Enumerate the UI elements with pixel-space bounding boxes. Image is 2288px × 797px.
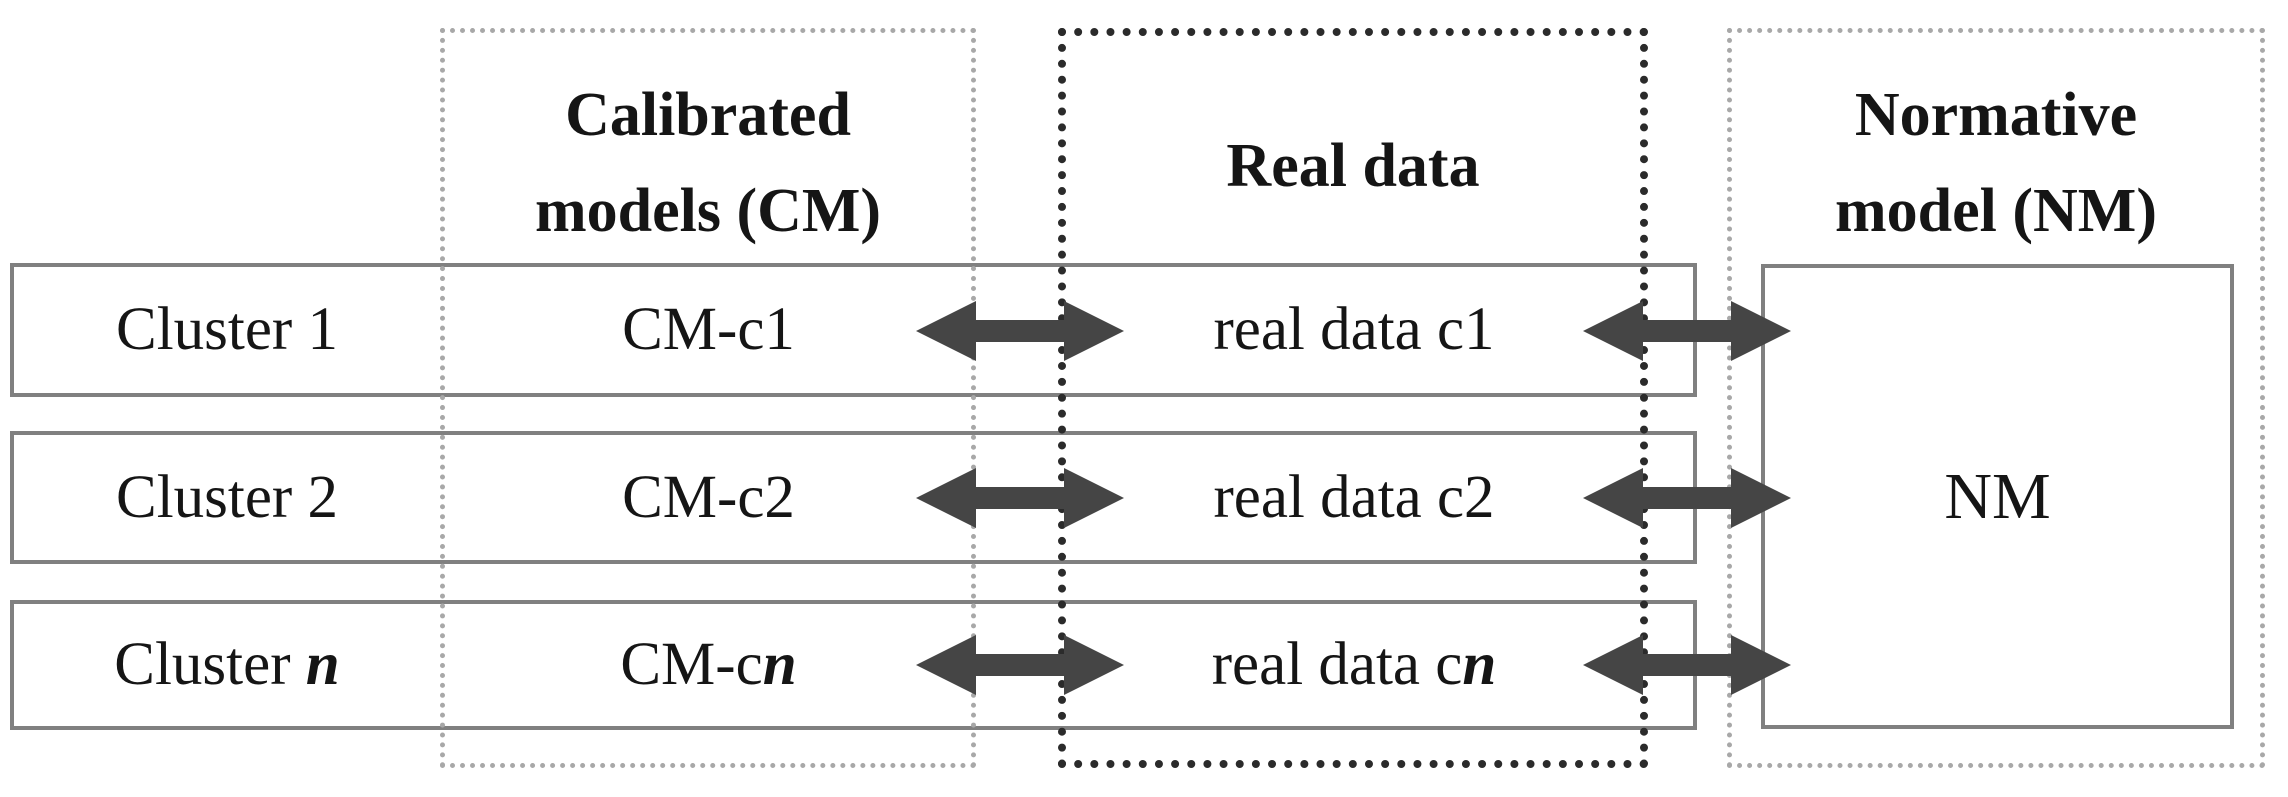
double-arrow-icon: [1583, 468, 1791, 528]
arrow-real-data-c1-to-nm: [1581, 299, 1793, 363]
arrow-cm-c1-to-real-data-c1: [914, 299, 1126, 363]
text-segment: CM-c1: [622, 296, 795, 363]
cluster-2-row: Cluster 2 CM-c2 real data c2: [10, 431, 1697, 564]
text-segment: real data c: [1211, 631, 1463, 698]
arrow-real-data-cn-to-nm: [1581, 633, 1793, 697]
text-segments: Cluster n: [114, 630, 339, 700]
variable-n: n: [1462, 631, 1497, 698]
text-segments: real data c2: [1213, 463, 1494, 533]
cm-c1-label: CM-c1: [440, 267, 977, 393]
text-segments: Cluster 2: [116, 463, 338, 533]
calibrated-models-title: Calibrated models (CM): [534, 80, 882, 245]
real-data-c1-label: real data c1: [1094, 267, 1614, 393]
arrow-cm-cn-to-real-data-cn: [914, 633, 1126, 697]
nm-box: NM: [1761, 264, 2234, 729]
variable-n: n: [305, 631, 340, 698]
text-segments: real data c1: [1213, 295, 1494, 365]
text-segments: CM-cn: [620, 630, 796, 700]
double-arrow-icon: [1583, 635, 1791, 695]
text-segment: Cluster 1: [116, 296, 338, 363]
cm-c2-label: CM-c2: [440, 435, 977, 560]
cluster-1-label: Cluster 1: [14, 267, 440, 393]
text-segment: CM-c2: [622, 463, 795, 531]
text-segments: CM-c1: [622, 295, 795, 365]
double-arrow-icon: [916, 301, 1124, 361]
arrow-cm-c2-to-real-data-c2: [914, 466, 1126, 530]
normative-model-title: Normative model (NM): [1835, 80, 2157, 245]
real-data-c2-label: real data c2: [1094, 435, 1614, 560]
cm-cn-label: CM-cn: [440, 604, 977, 726]
double-arrow-icon: [916, 468, 1124, 528]
cluster-n-label: Cluster n: [14, 604, 440, 726]
text-segments: CM-c2: [622, 463, 795, 533]
cluster-1-row: Cluster 1 CM-c1 real data c1: [10, 263, 1697, 397]
text-segments: Cluster 1: [116, 295, 338, 365]
text-segments: real data cn: [1212, 630, 1497, 700]
double-arrow-icon: [1583, 301, 1791, 361]
cluster-2-label: Cluster 2: [14, 435, 440, 560]
text-segment: CM-c: [620, 631, 763, 698]
real-data-title: Real data: [1226, 131, 1480, 200]
cluster-n-row: Cluster n CM-cn real data cn: [10, 600, 1697, 730]
text-segment: real data c1: [1213, 296, 1495, 363]
double-arrow-icon: [916, 635, 1124, 695]
variable-n: n: [762, 631, 797, 698]
real-data-cn-label: real data cn: [1094, 604, 1614, 726]
text-segment: real data c2: [1213, 463, 1495, 531]
arrow-real-data-c2-to-nm: [1581, 466, 1793, 530]
nm-label: NM: [1944, 459, 2051, 533]
text-segment: Cluster: [114, 631, 306, 698]
text-segment: Cluster 2: [116, 463, 338, 531]
